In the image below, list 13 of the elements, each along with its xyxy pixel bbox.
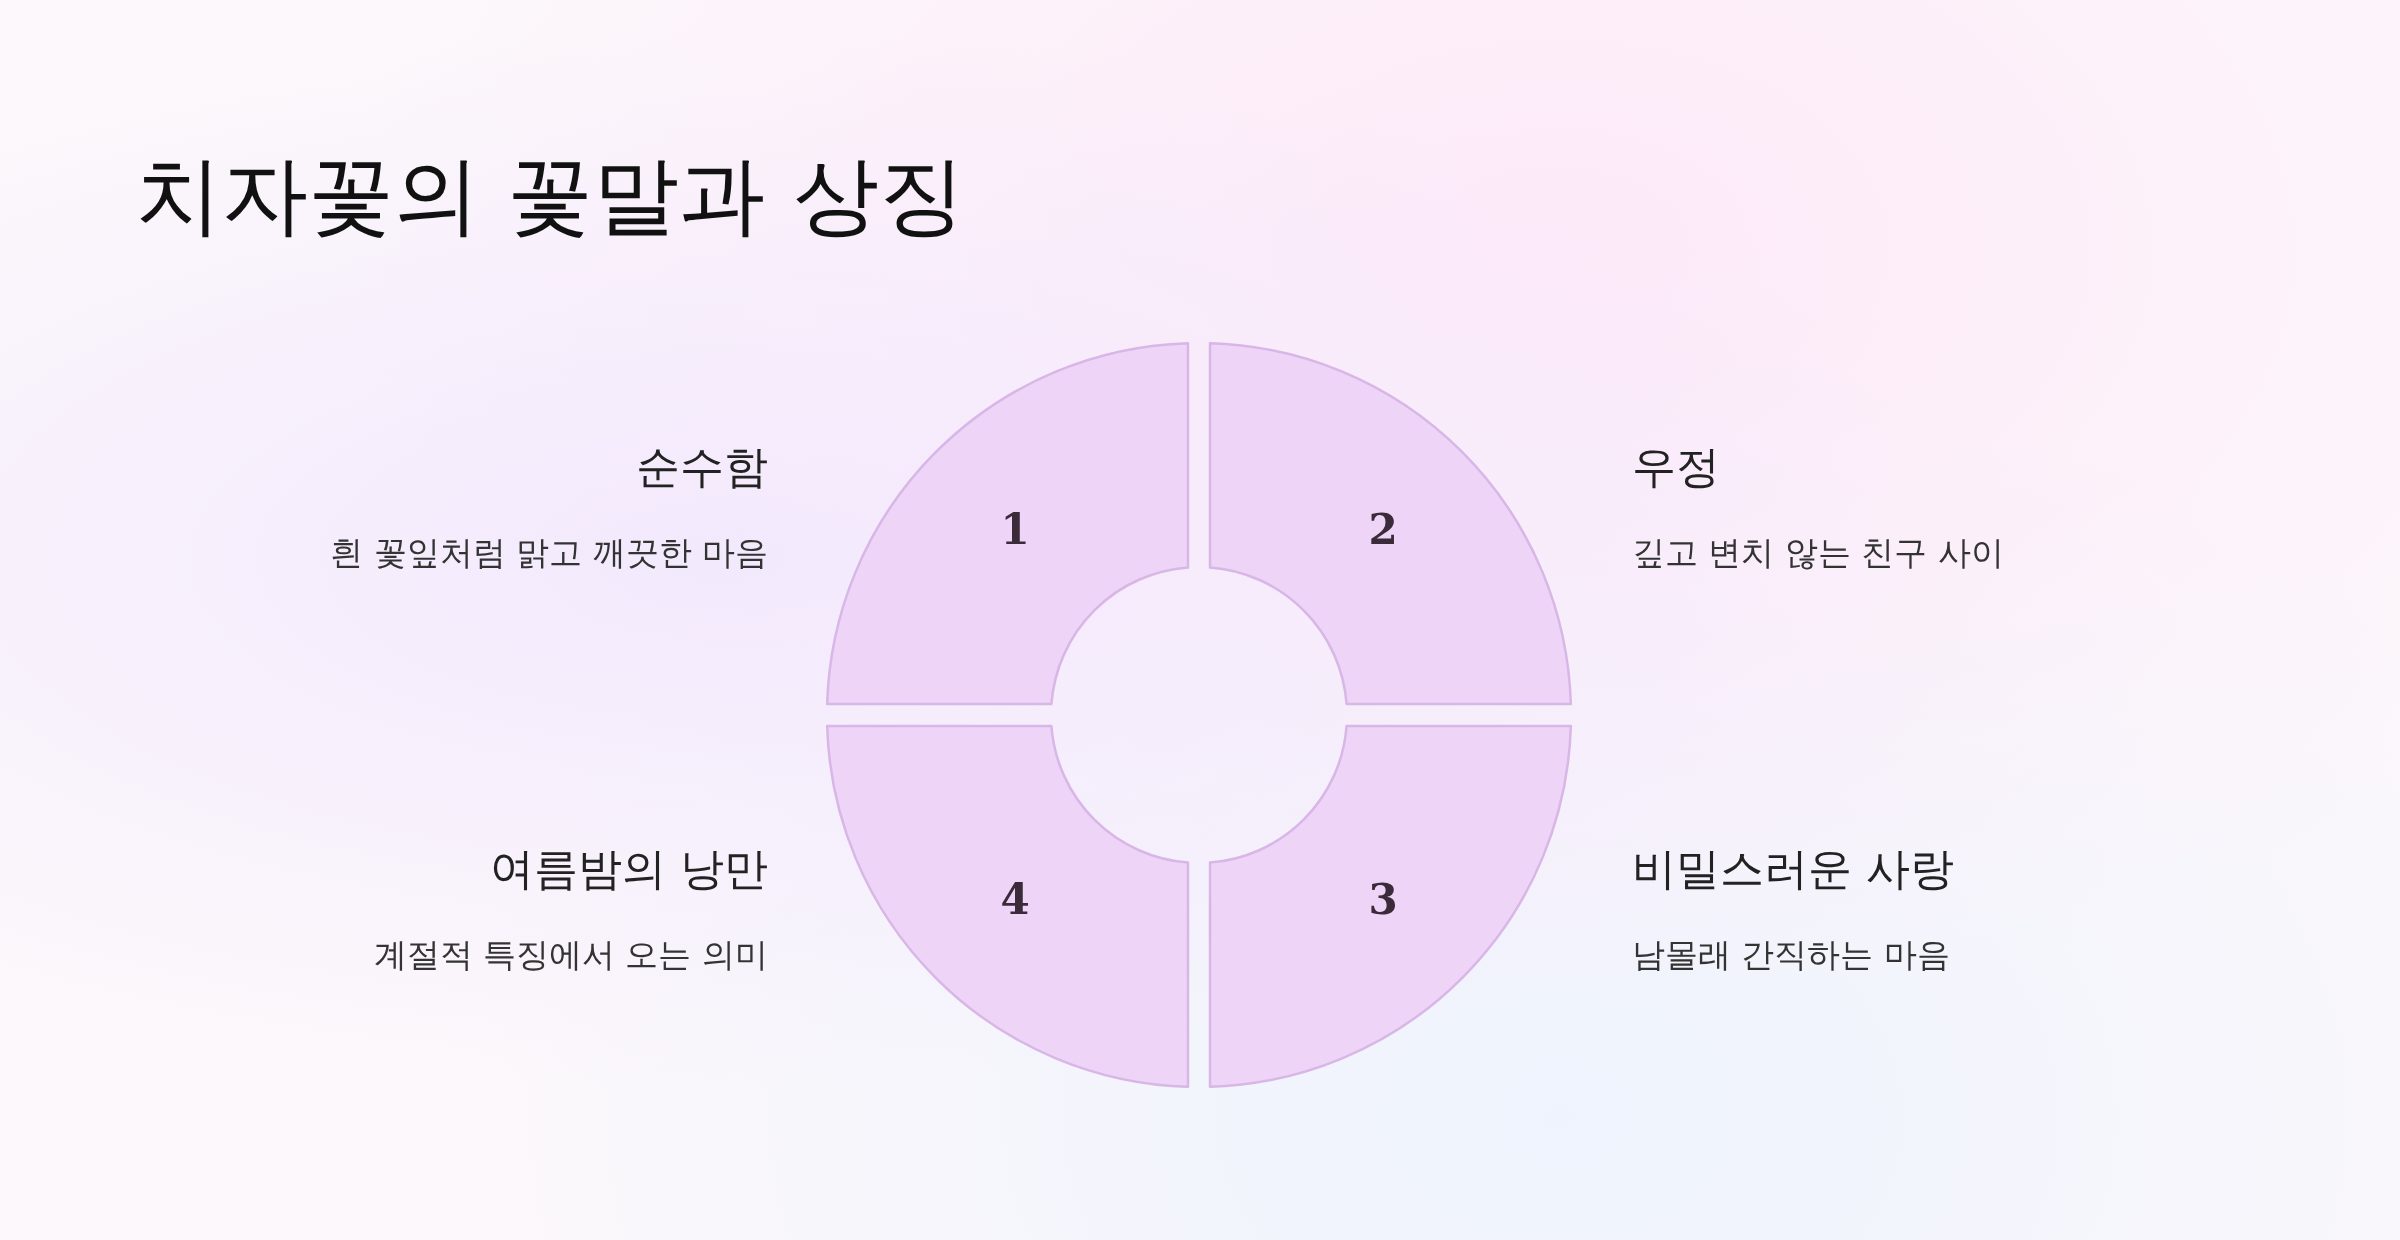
description: 계절적 특징에서 오는 의미	[373, 935, 768, 975]
segment-number: 4	[1000, 879, 1030, 921]
heading: 여름밤의 낭만	[490, 842, 768, 896]
title: 치자꽃의 꽃말과 상징	[136, 148, 965, 243]
description: 남몰래 간직하는 마음	[1632, 935, 1950, 975]
segment-number: 1	[1000, 509, 1030, 551]
description: 깊고 변치 않는 친구 사이	[1632, 533, 2004, 573]
heading: 순수함	[636, 440, 768, 494]
segment-number: 3	[1368, 879, 1398, 921]
heading: 우정	[1632, 440, 1720, 494]
description: 흰 꽃잎처럼 맑고 깨끗한 마음	[330, 533, 768, 573]
segment-number: 2	[1368, 509, 1398, 551]
heading: 비밀스러운 사랑	[1632, 842, 1954, 896]
